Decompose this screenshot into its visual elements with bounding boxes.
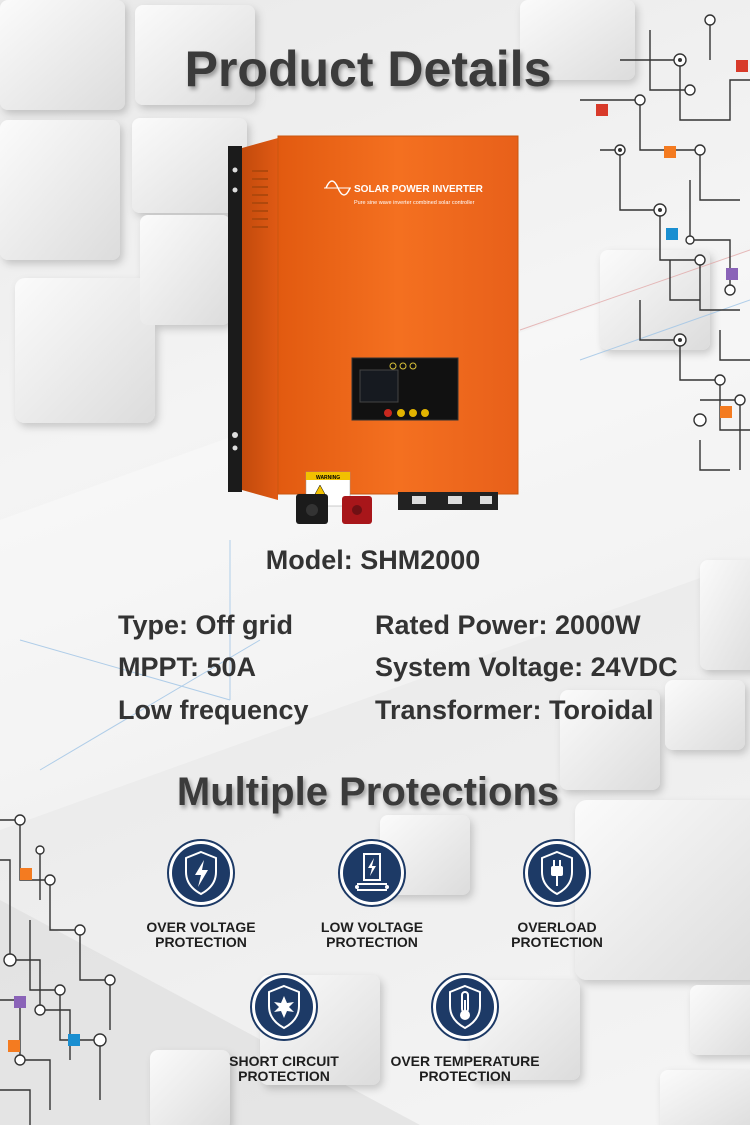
model-label: Model: SHM2000 xyxy=(265,545,481,575)
battery-shield-icon xyxy=(338,839,406,907)
spec-rated-power: Rated Power: 2000W xyxy=(375,610,641,640)
spec-system-voltage: System Voltage: 24VDC xyxy=(375,652,678,682)
spark-shield-icon xyxy=(250,973,318,1041)
inverter-brand-text: SOLAR POWER INVERTER xyxy=(354,184,484,195)
protection-line1: LOW VOLTAGE xyxy=(320,919,424,935)
protection-line1: SHORT CIRCUIT xyxy=(229,1053,339,1069)
protection-line2: PROTECTION xyxy=(511,934,603,950)
page-title: Product Details xyxy=(184,41,552,97)
protection-line1: OVERLOAD xyxy=(517,919,597,935)
protection-line2: PROTECTION xyxy=(419,1068,511,1084)
inverter-image: SOLAR POWER INVERTER Pure sine wave inve… xyxy=(228,135,519,524)
lightning-shield-icon xyxy=(167,839,235,907)
protections-title: Multiple Protections xyxy=(176,770,560,814)
spec-type: Type: Off grid xyxy=(118,610,293,640)
thermometer-shield-icon xyxy=(431,973,499,1041)
spec-mppt: MPPT: 50A xyxy=(118,652,257,682)
protection-line2: PROTECTION xyxy=(238,1068,330,1084)
protection-line1: OVER VOLTAGE xyxy=(146,919,256,935)
plug-shield-icon xyxy=(523,839,591,907)
inverter-sub-text: Pure sine wave inverter combined solar c… xyxy=(354,200,475,206)
warning-label: WARNING xyxy=(316,475,340,481)
protection-line2: PROTECTION xyxy=(326,934,418,950)
protection-line2: PROTECTION xyxy=(155,934,247,950)
spec-frequency: Low frequency xyxy=(118,695,309,725)
spec-transformer: Transformer: Toroidal xyxy=(375,695,654,725)
protection-line1: OVER TEMPERATURE xyxy=(390,1053,540,1069)
